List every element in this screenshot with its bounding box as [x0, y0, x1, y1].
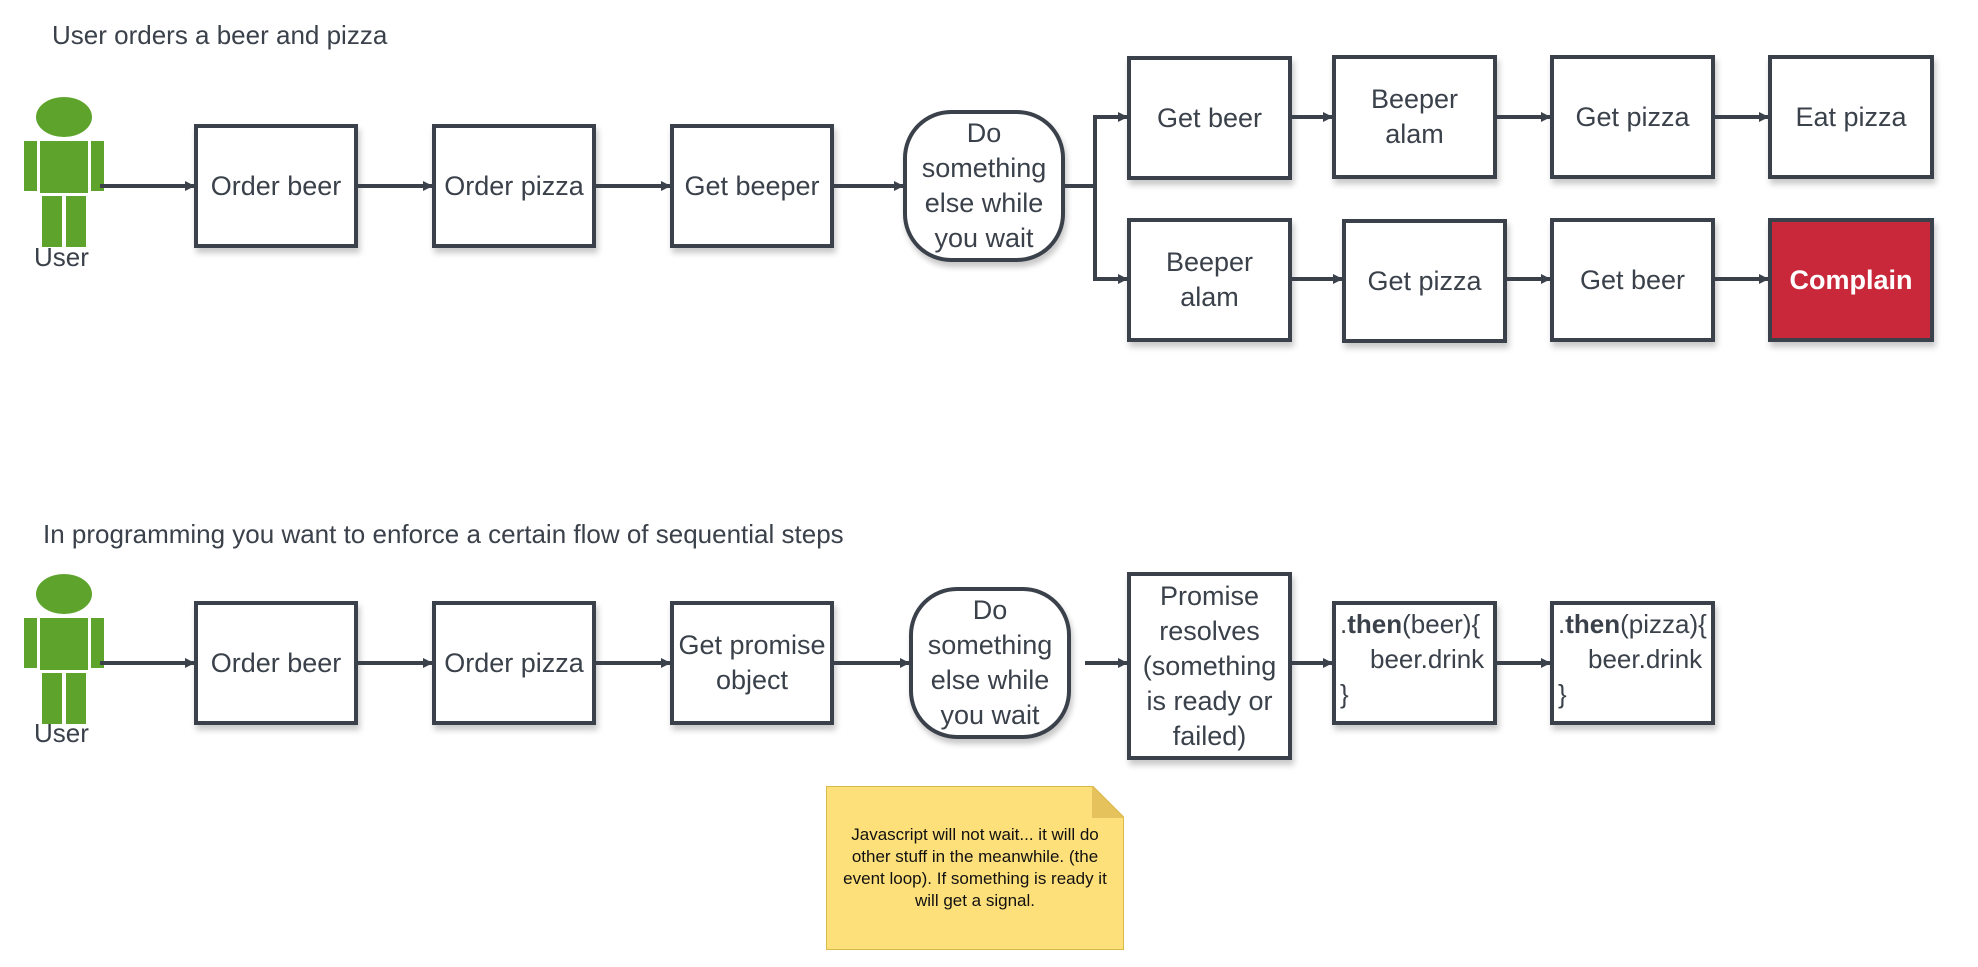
order-pizza-box: Order pizza — [432, 124, 596, 248]
then-pizza-box: .then(pizza){ beer.drink } — [1550, 601, 1715, 725]
order-beer-box: Order beer — [194, 124, 358, 248]
promise-resolves-box: Promise resolves (something is ready or … — [1127, 572, 1292, 760]
diagram2-title: In programming you want to enforce a cer… — [43, 519, 844, 549]
bottom-beeper-alarm-box: Beeper alam — [1127, 218, 1292, 342]
code-body: beer.drink — [1370, 644, 1485, 674]
code-close: } — [1558, 679, 1567, 709]
top-get-beer-box: Get beer — [1127, 56, 1292, 180]
sticky-note: Javascript will not wait... it will do o… — [826, 786, 1124, 950]
code-args: (beer){ — [1402, 609, 1481, 639]
then-keyword: then — [1565, 609, 1621, 639]
user-icon — [24, 97, 104, 247]
wait-decision-box: Do something else while you wait — [903, 110, 1065, 262]
order-beer-box: Order beer — [194, 601, 358, 725]
get-promise-object-box: Get promise object — [670, 601, 834, 725]
code-prefix: . — [1340, 609, 1348, 639]
user-icon — [24, 574, 104, 724]
top-beeper-alarm-box: Beeper alam — [1332, 55, 1497, 179]
sticky-note-text: Javascript will not wait... it will do o… — [843, 825, 1107, 910]
complain-box: Complain — [1768, 218, 1934, 342]
arrow-decision-to-top-branch — [1065, 112, 1128, 188]
code-close: } — [1340, 679, 1349, 709]
code-args: (pizza){ — [1620, 609, 1707, 639]
bottom-get-beer-box: Get beer — [1550, 218, 1715, 342]
eat-pizza-box: Eat pizza — [1768, 55, 1934, 179]
code-prefix: . — [1558, 609, 1566, 639]
get-beeper-box: Get beeper — [670, 124, 834, 248]
then-keyword: then — [1347, 609, 1403, 639]
user-label: User — [34, 242, 89, 272]
order-pizza-box: Order pizza — [432, 601, 596, 725]
top-get-pizza-box: Get pizza — [1550, 55, 1715, 179]
bottom-get-pizza-box: Get pizza — [1342, 219, 1507, 343]
diagram1-title: User orders a beer and pizza — [52, 20, 388, 50]
then-beer-box: .then(beer){ beer.drink } — [1332, 601, 1497, 725]
user-label: User — [34, 718, 89, 748]
arrow-decision-to-bottom-branch — [1093, 186, 1128, 284]
wait-decision-box: Do something else while you wait — [909, 587, 1071, 739]
code-body: beer.drink — [1588, 644, 1703, 674]
